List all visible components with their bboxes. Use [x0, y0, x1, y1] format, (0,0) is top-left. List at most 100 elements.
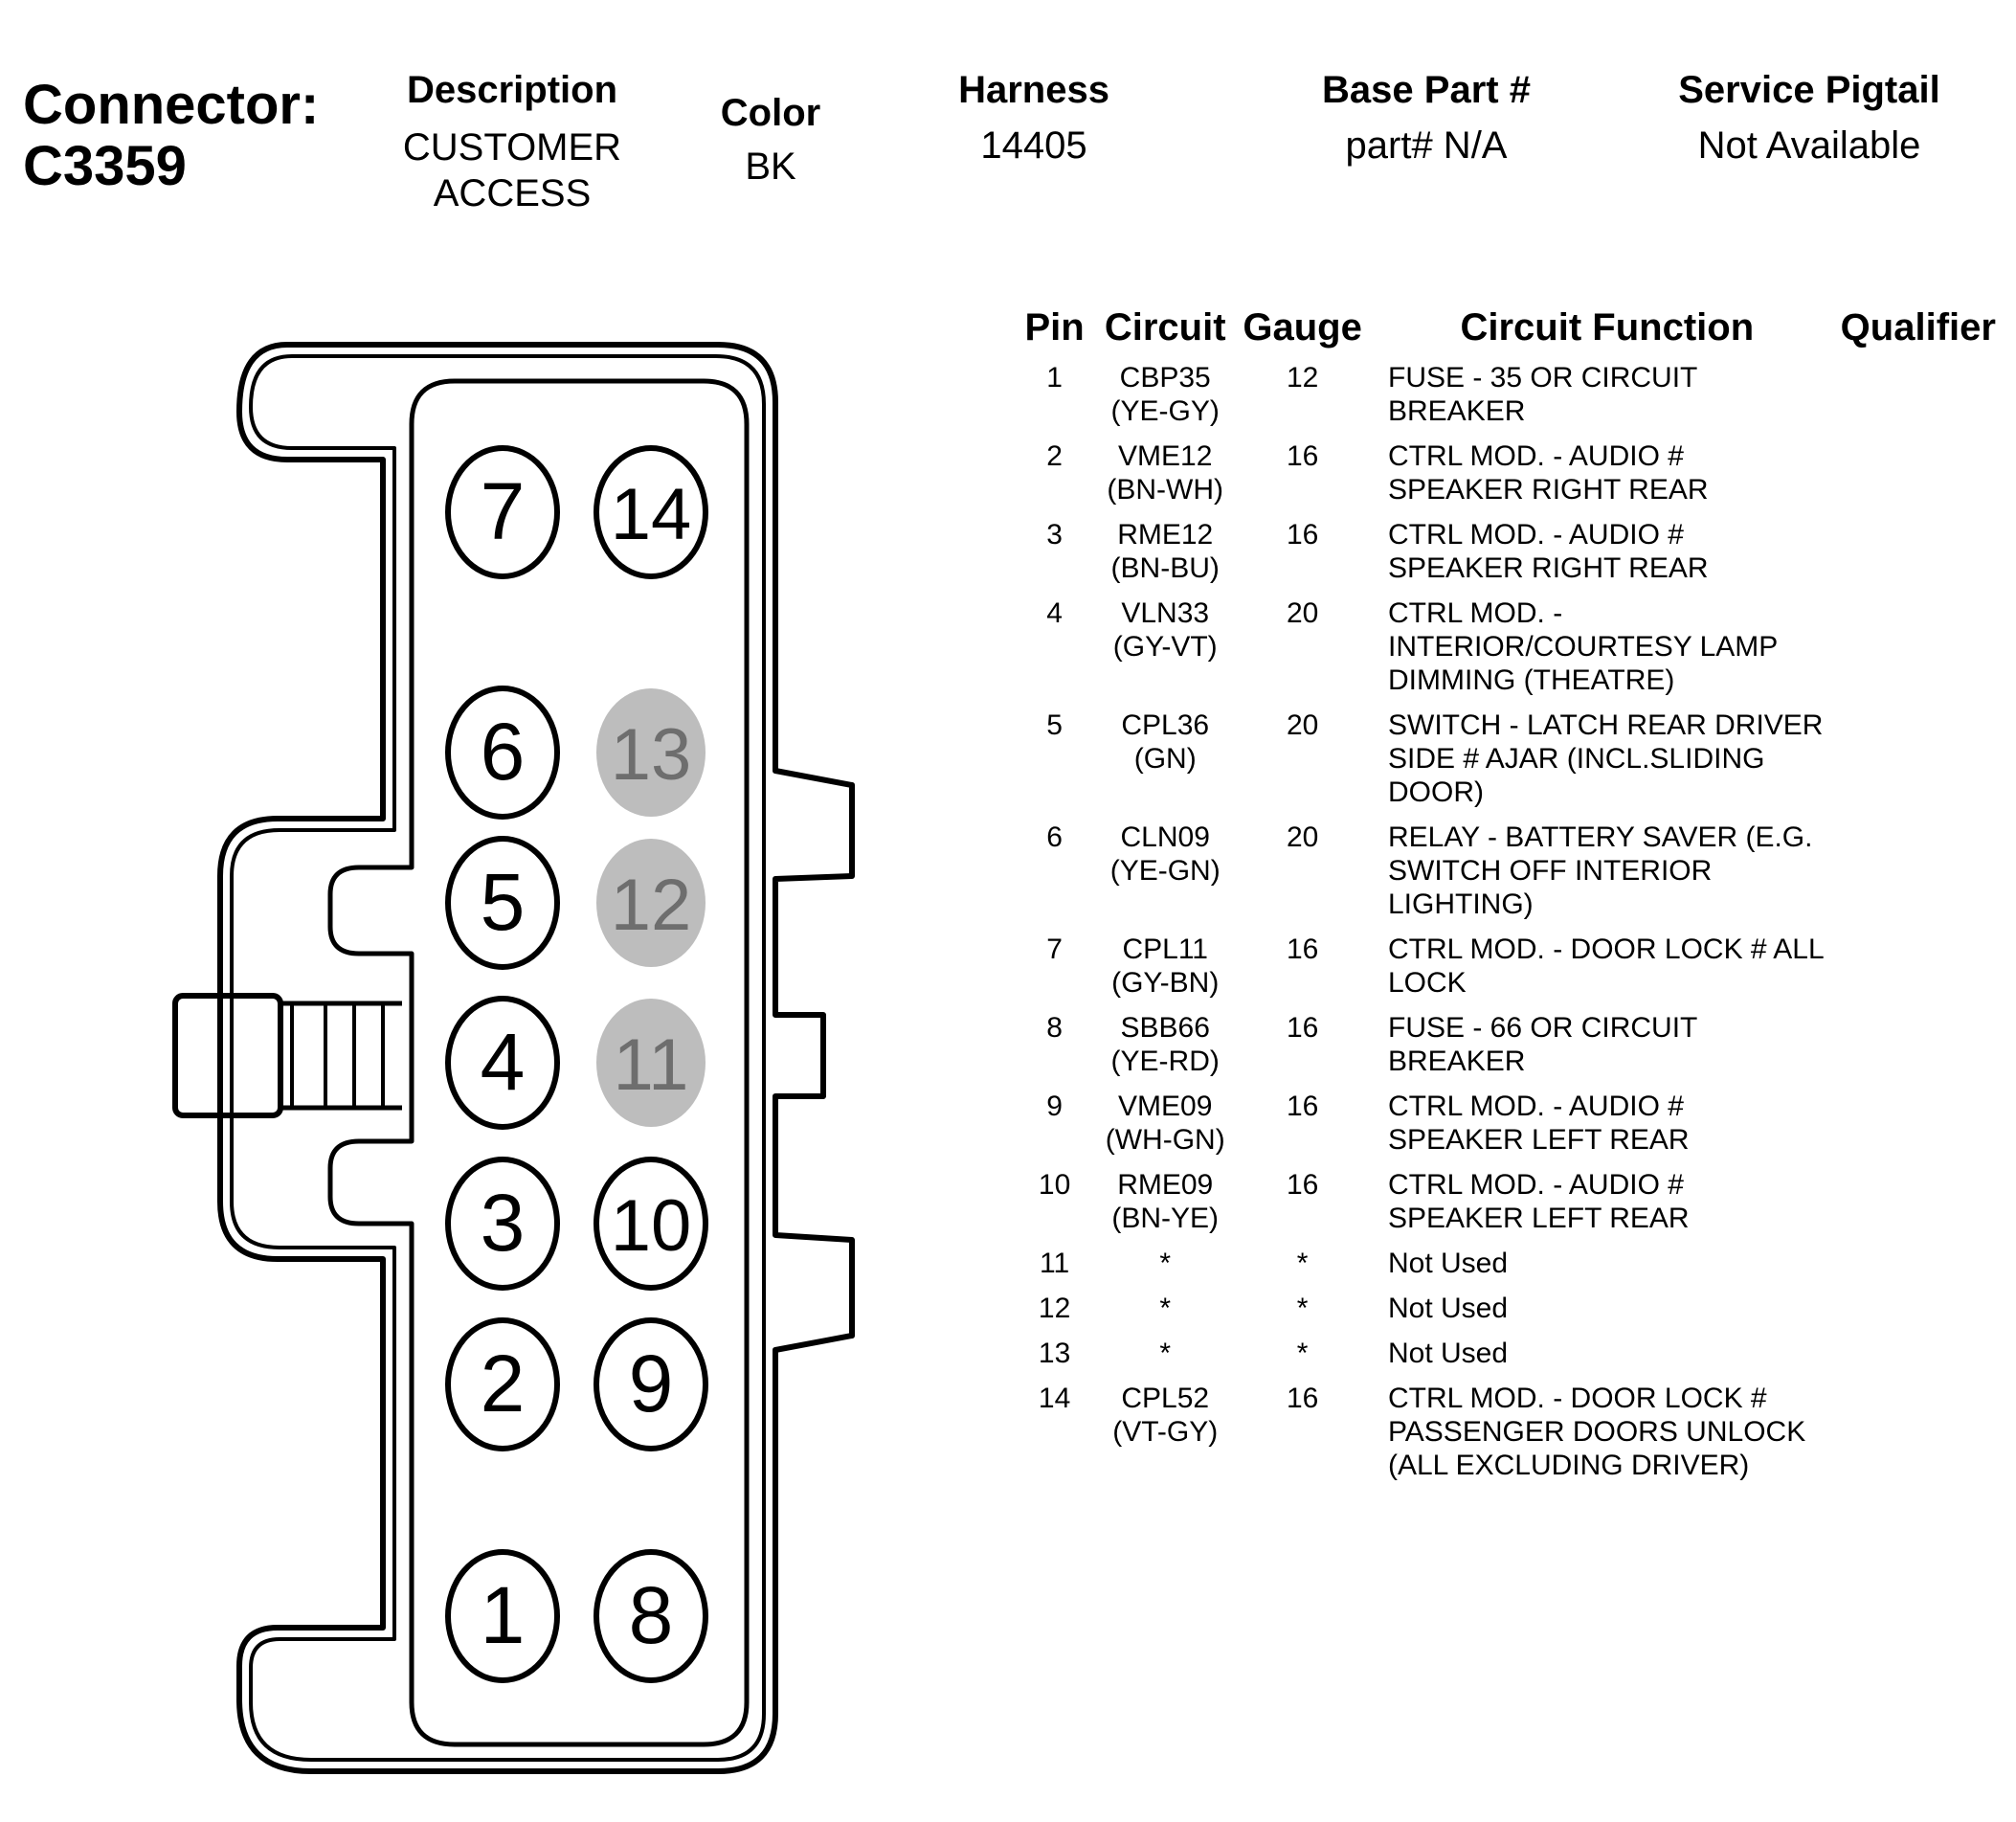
circuit-function-cell: CTRL MOD. - AUDIO # SPEAKER LEFT REAR: [1388, 1091, 1690, 1156]
column-header-qualifier: Qualifier: [1840, 306, 1996, 349]
qualifier-cell: [1826, 1011, 2010, 1090]
pin-circle: [596, 839, 706, 967]
pin-number: 9: [1046, 1091, 1063, 1122]
pin-circle: [594, 1317, 708, 1451]
connector-housing: [172, 342, 855, 1774]
pin-2: 6: [445, 686, 560, 820]
pin-1: 14: [594, 445, 708, 579]
gauge-cell: 20: [1286, 709, 1319, 741]
service-pigtail-label: Service Pigtail: [1678, 69, 1940, 111]
pin-number: 4: [1046, 597, 1063, 629]
gauge-cell: *: [1296, 1248, 1309, 1279]
circuit-cell: SBB66(YE-RD): [1094, 1011, 1236, 1090]
pin-circle: [445, 996, 560, 1130]
wire-color: (BN-WH): [1107, 474, 1224, 506]
circuit-cell: *: [1094, 1247, 1236, 1292]
connector-id: C3359: [23, 135, 187, 197]
pin-circle: [445, 836, 560, 970]
pin-4: 5: [445, 836, 560, 970]
circuit-cell: RME12(BN-BU): [1094, 518, 1236, 596]
pin-number: 12: [1038, 1293, 1071, 1324]
gauge-cell: *: [1296, 1293, 1309, 1324]
table-row: 12**Not Used: [1015, 1292, 2010, 1337]
pin-circle: [445, 1549, 560, 1683]
pin-3: 13: [596, 688, 706, 817]
service-pigtail-value: Not Available: [1697, 124, 1921, 167]
circuit-function-cell: CTRL MOD. - DOOR LOCK # ALL LOCK: [1388, 933, 1824, 999]
wire-color: (GY-VT): [1112, 631, 1218, 663]
pin-number: 8: [1046, 1012, 1063, 1044]
pin-label: 14: [611, 474, 692, 555]
circuit-id: RME12: [1117, 519, 1214, 551]
qualifier-cell: [1826, 439, 2010, 518]
gauge-cell: 16: [1286, 1012, 1319, 1044]
pin-circle: [594, 445, 708, 579]
pin-circle: [594, 1549, 708, 1683]
circuit-id: CPL52: [1121, 1383, 1210, 1414]
pin-circle: [445, 1317, 560, 1451]
harness-value: 14405: [980, 124, 1087, 167]
column-header-circuit: Circuit: [1104, 306, 1226, 349]
pin-number: 11: [1040, 1248, 1070, 1279]
pin-10: 2: [445, 1317, 560, 1451]
pin-number: 7: [1046, 933, 1063, 965]
circuit-function-cell: SWITCH - LATCH REAR DRIVER SIDE # AJAR (…: [1388, 709, 1824, 808]
pin-number: 1: [1046, 362, 1063, 394]
gauge-cell: 16: [1286, 519, 1319, 551]
description-value: CUSTOMER ACCESS: [402, 126, 622, 214]
pin-label: 2: [481, 1338, 526, 1428]
gauge-cell: 20: [1286, 597, 1319, 629]
circuit-cell: VME12(BN-WH): [1094, 439, 1236, 518]
table-header-row: Pin Circuit Gauge Circuit Function Quali…: [1015, 306, 2010, 361]
gauge-cell: 16: [1286, 440, 1319, 472]
pin-number: 3: [1046, 519, 1063, 551]
table-row: 5 CPL36(GN) 20 SWITCH - LATCH REAR DRIVER S…: [1015, 709, 2010, 821]
circuit-cell: CLN09(YE-GN): [1094, 821, 1236, 933]
qualifier-cell: [1826, 1382, 2010, 1494]
pin-label: 11: [614, 1024, 689, 1106]
qualifier-cell: [1826, 933, 2010, 1011]
pin-12: 1: [445, 1549, 560, 1683]
circuit-cell: VLN33(GY-VT): [1094, 596, 1236, 709]
pin-number: 13: [1038, 1338, 1071, 1369]
pin-6: 4: [445, 996, 560, 1130]
circuit-id: VLN33: [1121, 597, 1210, 629]
qualifier-cell: [1826, 1292, 2010, 1337]
pin-label: 13: [611, 714, 692, 796]
qualifier-cell: [1826, 596, 2010, 709]
pin-number: 10: [1038, 1169, 1071, 1201]
circuit-cell: VME09(WH-GN): [1094, 1090, 1236, 1168]
pin-label: 8: [629, 1570, 674, 1660]
pin-number: 5: [1046, 709, 1063, 741]
qualifier-cell: [1826, 1090, 2010, 1168]
table-row: 13**Not Used: [1015, 1337, 2010, 1382]
circuit-cell: CPL36(GN): [1094, 709, 1236, 821]
pin-label: 1: [481, 1570, 526, 1660]
gauge-cell: *: [1296, 1338, 1309, 1369]
gauge-cell: 20: [1286, 821, 1319, 853]
wire-color: (YE-RD): [1110, 1046, 1220, 1077]
pin-label: 7: [481, 466, 526, 556]
base-part-value: part# N/A: [1345, 124, 1508, 167]
pin-11: 9: [594, 1317, 708, 1451]
pin-label: 5: [481, 857, 526, 947]
pin-circle: [594, 1157, 708, 1291]
wire-color: (YE-GN): [1109, 855, 1221, 887]
wire-color: (GY-BN): [1111, 967, 1220, 999]
qualifier-cell: [1826, 821, 2010, 933]
pin-number: 6: [1046, 821, 1063, 853]
base-part-label: Base Part #: [1322, 69, 1531, 111]
circuit-function-cell: CTRL MOD. - AUDIO # SPEAKER LEFT REAR: [1388, 1169, 1690, 1234]
color-label: Color: [720, 92, 821, 134]
wire-color: (YE-GY): [1110, 395, 1220, 427]
wire-color: (WH-GN): [1105, 1124, 1225, 1156]
pin-circle: [596, 688, 706, 817]
